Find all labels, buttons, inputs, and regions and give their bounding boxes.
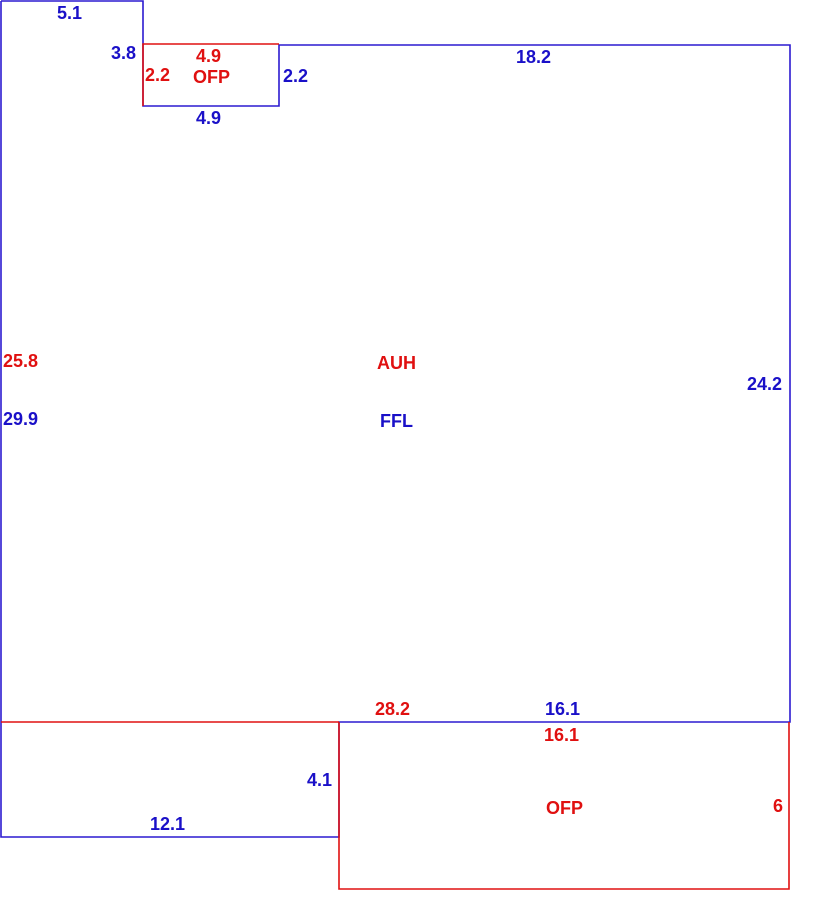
- main-bottom-blue-dimension: 16.1: [545, 699, 580, 719]
- large-ofp-label: OFP: [546, 798, 583, 818]
- main-top-dimension: 18.2: [516, 47, 551, 67]
- notch-top-dimension: 5.1: [57, 3, 82, 23]
- small-ofp-label: OFP: [193, 67, 230, 87]
- small-ofp-top-dimension: 4.9: [196, 46, 221, 66]
- large-ofp-top-dimension: 16.1: [544, 725, 579, 745]
- main-right-dimension: 24.2: [747, 374, 782, 394]
- main-bottom-red-dimension: 28.2: [375, 699, 410, 719]
- ffl-label: FFL: [380, 411, 413, 431]
- small-ofp-bottom-dimension: 4.9: [196, 108, 221, 128]
- auh-label: AUH: [377, 353, 416, 373]
- main-left-blue-dimension: 29.9: [3, 409, 38, 429]
- large-ofp-right-dimension: 6: [773, 796, 783, 816]
- small-ofp-outline: [142, 43, 279, 106]
- small-ofp-right-dimension: 2.2: [283, 66, 308, 86]
- lower-left-bottom-dimension: 12.1: [150, 814, 185, 834]
- small-ofp-left-dimension: 2.2: [145, 65, 170, 85]
- lower-left-right-dimension: 4.1: [307, 770, 332, 790]
- notch-side-dimension: 3.8: [111, 43, 136, 63]
- main-left-red-dimension: 25.8: [3, 351, 38, 371]
- large-ofp-outline: [338, 722, 790, 890]
